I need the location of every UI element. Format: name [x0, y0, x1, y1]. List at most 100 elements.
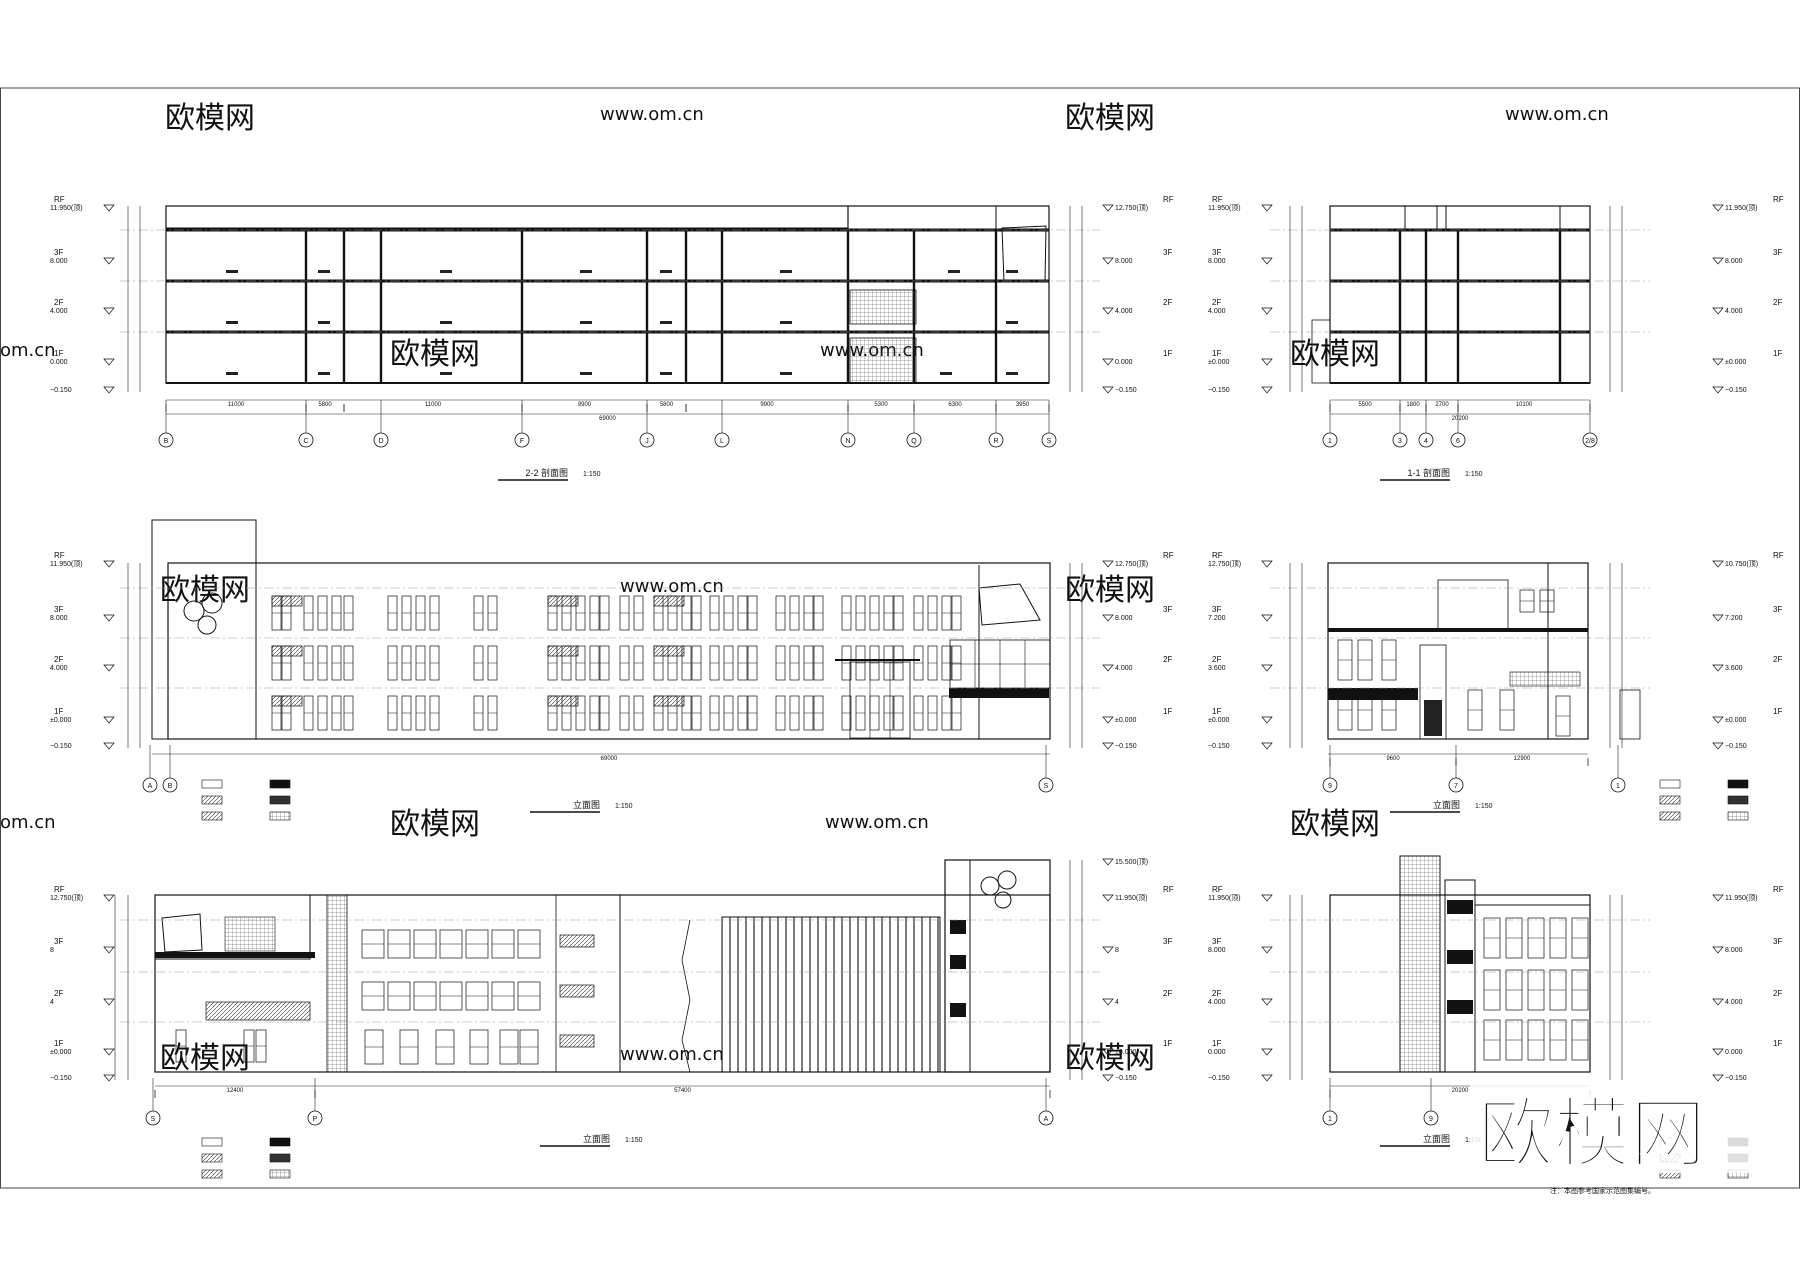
axis-label: D: [378, 438, 383, 445]
axis-label: C: [303, 438, 308, 445]
drawing-scale: 1:150: [625, 1137, 643, 1144]
watermark-cn: 欧模网: [1290, 337, 1380, 372]
level-name: 1F: [1212, 349, 1221, 358]
dim-value: 6300: [948, 402, 962, 408]
level-marker: [1712, 946, 1724, 954]
axis-label: S: [1044, 783, 1049, 790]
axis-label: A: [1044, 1116, 1049, 1123]
level-name: 2F: [1773, 989, 1782, 998]
dim-value: 20200: [1452, 1088, 1469, 1094]
level-marker: [1712, 257, 1724, 265]
level-marker: [103, 358, 115, 366]
level-name: 3F: [1212, 248, 1221, 257]
level-value: −0.150: [50, 387, 72, 394]
level-marker: [1712, 204, 1724, 212]
window: [271, 695, 303, 707]
level-marker: [1712, 998, 1724, 1006]
logo-bubbles-icon: [183, 592, 223, 635]
level-value: 4.000: [1725, 308, 1743, 315]
level-marker: [103, 204, 115, 212]
level-marker: [1102, 204, 1114, 212]
axis-bubble: [373, 432, 389, 448]
level-name: RF: [1212, 551, 1223, 560]
level-name: 1F: [54, 1039, 63, 1048]
level-marker: [1261, 307, 1273, 315]
level-marker: [1102, 664, 1114, 672]
level-name: RF: [1773, 885, 1784, 894]
level-marker: [1261, 1048, 1273, 1056]
level-value: 4.000: [1725, 999, 1743, 1006]
level-name: 2F: [1773, 655, 1782, 664]
logo-bubbles-icon: [980, 870, 1017, 909]
axis-bubble: [1392, 432, 1408, 448]
axis-bubble: [1610, 777, 1626, 793]
brand-logo-text: 欧模网: [1478, 1092, 1706, 1177]
level-value: 0.000: [1725, 1049, 1743, 1056]
axis-bubble: [158, 432, 174, 448]
level-marker: [1261, 894, 1273, 902]
level-marker: [103, 1074, 115, 1082]
elevation-south: [154, 859, 1051, 1073]
dim-value: 57400: [674, 1088, 691, 1094]
level-value: −0.150: [1725, 1075, 1747, 1082]
dim-value: 9600: [1386, 756, 1400, 762]
level-value: −0.150: [1208, 1075, 1230, 1082]
window: [271, 595, 303, 607]
axis-label: J: [645, 438, 649, 445]
level-name: 3F: [1163, 937, 1172, 946]
axis-bubble: [298, 432, 314, 448]
level-marker: [1712, 894, 1724, 902]
dim-value: 11000: [425, 402, 442, 408]
level-name: 3F: [1212, 937, 1221, 946]
level-value: 8.000: [1115, 615, 1133, 622]
level-marker: [1712, 386, 1724, 394]
level-value: 7.200: [1208, 615, 1226, 622]
brand-logo: 欧模网: [1470, 1085, 1750, 1178]
watermark-cn: 欧模网: [1065, 101, 1155, 136]
level-name: RF: [1163, 195, 1174, 204]
axis-label: 9: [1328, 783, 1332, 790]
level-value: ±0.000: [50, 717, 71, 724]
drawing-title: 立面图: [1433, 799, 1460, 810]
dim-value: 10100: [1516, 402, 1533, 408]
dim-value: 3950: [1016, 402, 1030, 408]
vertical-dimensions: [114, 206, 1623, 1080]
level-value: 4.000: [50, 665, 68, 672]
level-marker: [1261, 204, 1273, 212]
dim-value: 12400: [227, 1088, 244, 1094]
level-name: 2F: [1163, 655, 1172, 664]
level-name: 1F: [1163, 707, 1172, 716]
level-marker: [103, 664, 115, 672]
level-name: 3F: [1773, 937, 1782, 946]
drawing-title: 立面图: [583, 1133, 610, 1144]
window: [653, 595, 685, 607]
drawing-scale: 1:150: [1465, 471, 1483, 478]
level-value: −0.150: [50, 743, 72, 750]
level-value: 12.750(顶): [1115, 204, 1148, 212]
level-lines: [120, 229, 1650, 1023]
level-name: 1F: [54, 349, 63, 358]
axis-label: 2/8: [1585, 438, 1595, 445]
axis-label: N: [845, 438, 850, 445]
watermark-cn: 欧模网: [390, 807, 480, 842]
level-value: ±0.000: [1208, 359, 1229, 366]
axis-bubble: [1322, 777, 1338, 793]
axis-label: S: [1047, 438, 1052, 445]
level-name: RF: [1212, 885, 1223, 894]
watermark-frag: om.cn: [0, 812, 56, 833]
level-value: −0.150: [1208, 387, 1230, 394]
level-value: 12.750(顶): [1208, 560, 1241, 568]
elevation-east: [1327, 562, 1641, 740]
dim-value: 11000: [228, 402, 245, 408]
axis-bubble: [1038, 1110, 1054, 1126]
level-value: 4.000: [1115, 665, 1133, 672]
axis-bubble: [1448, 777, 1464, 793]
watermark-cn: 欧模网: [160, 1041, 250, 1076]
level-name: 3F: [1163, 248, 1172, 257]
axis-label: Q: [911, 438, 917, 445]
level-name: 2F: [1163, 298, 1172, 307]
level-marker: [1102, 946, 1114, 954]
window: [653, 645, 685, 657]
level-name: 2F: [54, 298, 63, 307]
level-marker: [1712, 560, 1724, 568]
